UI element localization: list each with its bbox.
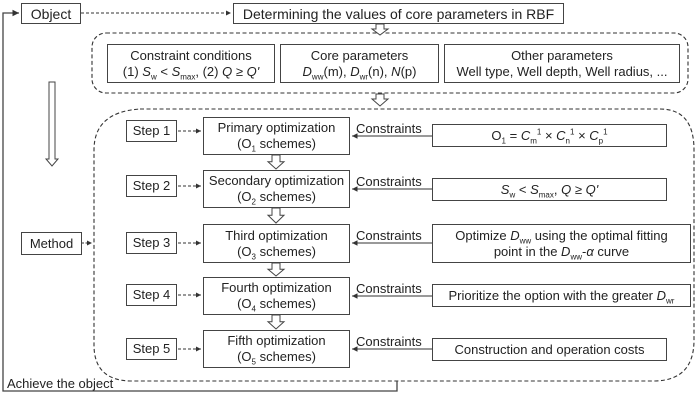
step-4-box: Step 4 [126, 284, 177, 306]
sw-q-formula: Sw < Smax, Q ≥ Q' [500, 181, 599, 200]
step-label: Step 1 [132, 123, 171, 138]
step-label: Step 4 [132, 287, 171, 302]
optimization-3-box: Third optimization (O3 schemes) [203, 224, 350, 263]
feedback-line [2, 9, 398, 392]
constraint-conditions-title: Constraint conditions [130, 47, 252, 63]
other-parameters-title: Other parameters [511, 47, 613, 63]
other-parameters-box: Other parameters Well type, Well depth, … [444, 44, 680, 83]
step-label: Step 2 [132, 178, 171, 193]
constraint-box-1: O1 = Cm1 × Cn1 × Cp1 [432, 124, 667, 147]
optimization-title: Secondary optimization [208, 173, 345, 188]
optimization-scheme: (O1 schemes) [237, 136, 316, 154]
optimize-dww-line2: point in the Dww-α curve [493, 243, 630, 262]
constraint-conditions-box: Constraint conditions (1) Sw < Smax, (2)… [107, 44, 275, 83]
constraints-label: Constraints [356, 281, 422, 296]
step-1-box: Step 1 [126, 120, 177, 142]
method-box: Method [21, 232, 82, 255]
construction-costs-text: Construction and operation costs [454, 341, 645, 357]
optimization-scheme: (O5 schemes) [237, 349, 316, 367]
core-parameters-title: Core parameters [310, 47, 409, 63]
constraints-label: Constraints [356, 174, 422, 189]
core-parameters-box: Core parameters Dww(m), Dwr(n), N(p) [280, 44, 439, 83]
optimization-title: Primary optimization [217, 120, 336, 135]
optimization-scheme: (O3 schemes) [237, 243, 316, 262]
hollow-arrow-down-icon [266, 154, 286, 170]
other-parameters-list: Well type, Well depth, Well radius, ... [456, 63, 668, 79]
optimization-title: Fourth optimization [221, 280, 332, 295]
optimize-dww-line1: Optimize Dww using the optimal fitting [455, 227, 668, 246]
step-2-box: Step 2 [126, 175, 177, 197]
parameters-dashed-container [91, 32, 689, 94]
optimization-4-box: Fourth optimization (O4 schemes) [203, 277, 350, 315]
optimization-title: Third optimization [225, 227, 328, 243]
optimization-5-box: Fifth optimization (O5 schemes) [203, 330, 350, 368]
step-label: Step 3 [132, 235, 171, 250]
hollow-arrow-down-icon [370, 93, 390, 107]
step-label: Step 5 [132, 341, 171, 356]
achieve-object-label: Achieve the object [7, 376, 114, 391]
constraints-label: Constraints [356, 228, 422, 243]
constraints-label: Constraints [356, 334, 422, 349]
optimization-1-box: Primary optimization (O1 schemes) [203, 117, 350, 155]
constraint-box-2: Sw < Smax, Q ≥ Q' [432, 178, 667, 201]
step-3-box: Step 3 [126, 232, 177, 254]
constraint-box-4: Prioritize the option with the greater D… [432, 284, 691, 307]
step-5-box: Step 5 [126, 338, 177, 360]
long-hollow-arrow-down-icon [44, 81, 60, 167]
constraints-label: Constraints [356, 121, 422, 136]
o1-formula: O1 = Cm1 × Cn1 × Cp1 [491, 127, 608, 146]
hollow-arrow-down-icon [266, 207, 286, 224]
core-parameters-list: Dww(m), Dwr(n), N(p) [302, 63, 417, 82]
optimization-2-box: Secondary optimization (O2 schemes) [203, 170, 350, 208]
constraint-box-3: Optimize Dww using the optimal fitting p… [432, 224, 691, 263]
prioritize-dwr-text: Prioritize the option with the greater D… [448, 287, 675, 306]
method-label: Method [29, 235, 74, 251]
constraint-box-5: Construction and operation costs [432, 338, 667, 361]
optimization-scheme: (O2 schemes) [237, 189, 316, 207]
method-dashed-container [93, 108, 695, 382]
hollow-arrow-down-icon [266, 314, 286, 330]
determining-box: Determining the values of core parameter… [233, 3, 564, 24]
optimization-scheme: (O4 schemes) [237, 296, 316, 314]
optimization-title: Fifth optimization [227, 333, 326, 348]
determining-label: Determining the values of core parameter… [242, 5, 555, 22]
object-box: Object [21, 3, 81, 24]
constraint-conditions-formula: (1) Sw < Smax, (2) Q ≥ Q' [122, 63, 260, 82]
hollow-arrow-down-icon [370, 23, 390, 36]
hollow-arrow-down-icon [266, 262, 286, 277]
object-label: Object [30, 5, 72, 22]
